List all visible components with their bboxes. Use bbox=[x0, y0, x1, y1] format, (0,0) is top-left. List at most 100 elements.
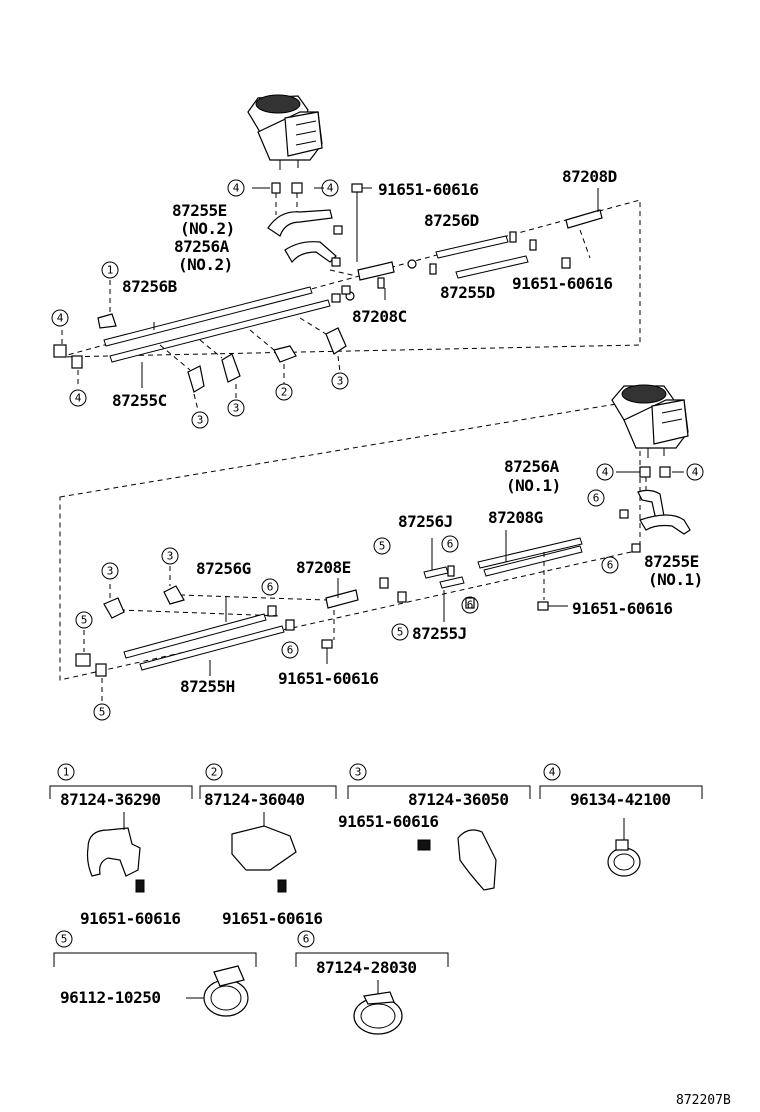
callout-circles: 4 4 1 4 4 3 3 2 3 4 4 6 6 6 6 5 5 6 6 3 … bbox=[51, 179, 704, 721]
clamp-3-icon bbox=[187, 365, 205, 393]
heater-unit-lower bbox=[611, 384, 689, 458]
clamp-3-icon bbox=[163, 585, 185, 605]
legend-bolt-2: 91651-60616 bbox=[222, 909, 322, 928]
label-no2-a: (NO.2) bbox=[180, 219, 235, 238]
svg-text:4: 4 bbox=[75, 392, 82, 405]
svg-text:5: 5 bbox=[99, 706, 106, 719]
svg-text:5: 5 bbox=[81, 614, 88, 627]
svg-text:6: 6 bbox=[303, 933, 310, 946]
legend-part-4: 96134-42100 bbox=[570, 790, 670, 809]
svg-text:3: 3 bbox=[355, 766, 362, 779]
legend-item-2: 2 87124-36040 91651-60616 bbox=[199, 763, 337, 928]
svg-text:3: 3 bbox=[233, 402, 240, 415]
svg-text:6: 6 bbox=[593, 492, 600, 505]
svg-text:4: 4 bbox=[549, 766, 556, 779]
legend-item-5: 5 96112-10250 bbox=[53, 930, 257, 1017]
clamp-3-icon bbox=[103, 597, 125, 619]
pipe-87256g bbox=[123, 613, 267, 659]
svg-text:6: 6 bbox=[607, 559, 614, 572]
bolt-icon bbox=[277, 879, 287, 893]
legend-bolt-1: 91651-60616 bbox=[80, 909, 180, 928]
joint-87208e bbox=[325, 578, 359, 609]
legend-item-6: 6 87124-28030 bbox=[295, 930, 449, 1035]
svg-text:6: 6 bbox=[287, 644, 294, 657]
label-87256g: 87256G bbox=[196, 559, 251, 578]
clamp-2-icon bbox=[273, 345, 297, 363]
pipe-87255c bbox=[109, 299, 331, 363]
bolt-icon bbox=[135, 879, 145, 893]
clamp-1-icon bbox=[86, 827, 141, 877]
label-no1-b: (NO.1) bbox=[648, 570, 703, 589]
lower-assembly-frame bbox=[59, 399, 641, 681]
svg-text:3: 3 bbox=[337, 375, 344, 388]
svg-text:5: 5 bbox=[61, 933, 68, 946]
label-91651-right: 91651-60616 bbox=[512, 274, 612, 293]
label-87256a-no2: 87256A bbox=[174, 237, 230, 256]
label-87208e: 87208E bbox=[296, 558, 351, 577]
bolt-91651-top bbox=[351, 183, 372, 262]
joint-87208c bbox=[345, 259, 417, 301]
svg-text:6: 6 bbox=[467, 599, 474, 612]
label-87256b: 87256B bbox=[122, 277, 178, 296]
pipe-87256d bbox=[435, 235, 509, 259]
label-91651-mid: 91651-60616 bbox=[572, 599, 672, 618]
label-87208g: 87208G bbox=[488, 508, 543, 527]
pipe-87255j bbox=[439, 576, 465, 589]
svg-text:6: 6 bbox=[447, 538, 454, 551]
svg-text:5: 5 bbox=[379, 540, 386, 553]
joint-87208d bbox=[565, 188, 603, 229]
clamp-4-icon bbox=[71, 355, 83, 369]
label-87208d: 87208D bbox=[562, 167, 617, 186]
clamp-2-icon bbox=[231, 825, 297, 871]
figure-id: 872207B bbox=[676, 1093, 731, 1108]
hose-87255e-no1 bbox=[639, 514, 691, 535]
hose-87255e-no2 bbox=[267, 209, 333, 237]
joint-87208g bbox=[477, 530, 583, 577]
svg-text:1: 1 bbox=[63, 766, 70, 779]
bolt-icon bbox=[417, 839, 431, 851]
svg-text:3: 3 bbox=[107, 565, 114, 578]
legend-item-4: 4 96134-42100 bbox=[539, 763, 703, 877]
svg-text:4: 4 bbox=[692, 466, 699, 479]
bolt-91651-low bbox=[321, 639, 333, 664]
hose-87256a-no1 bbox=[637, 489, 665, 521]
clamp-5-icon bbox=[75, 653, 91, 667]
label-87255e-no1: 87255E bbox=[644, 552, 699, 571]
svg-text:2: 2 bbox=[281, 386, 288, 399]
label-87255c: 87255C bbox=[112, 391, 167, 410]
label-91651-low: 91651-60616 bbox=[278, 669, 378, 688]
upper-assembly-frame bbox=[59, 199, 641, 358]
svg-text:4: 4 bbox=[602, 466, 609, 479]
legend-part-2: 87124-36040 bbox=[204, 790, 304, 809]
legend-bolt-3: 91651-60616 bbox=[338, 812, 438, 831]
label-87255e-no2: 87255E bbox=[172, 201, 227, 220]
svg-text:3: 3 bbox=[167, 550, 174, 563]
label-no1-a: (NO.1) bbox=[506, 476, 561, 495]
label-87256a-no1: 87256A bbox=[504, 457, 560, 476]
hose-87256a-no2 bbox=[284, 241, 337, 264]
legend-part-3: 87124-36050 bbox=[408, 790, 508, 809]
label-87255j: 87255J bbox=[412, 624, 467, 643]
pipe-87256b bbox=[103, 286, 313, 347]
svg-text:4: 4 bbox=[233, 182, 240, 195]
legend-item-3: 3 87124-36050 91651-60616 bbox=[338, 763, 531, 891]
svg-text:1: 1 bbox=[107, 264, 114, 277]
heater-unit-upper bbox=[247, 94, 323, 170]
pipe-87255h bbox=[139, 625, 285, 671]
pipe-87255d bbox=[455, 255, 529, 279]
svg-text:6: 6 bbox=[267, 581, 274, 594]
clamp-3-icon bbox=[457, 829, 497, 891]
clamp-4-icon bbox=[271, 182, 281, 194]
pipe-87256j bbox=[423, 566, 449, 579]
svg-text:4: 4 bbox=[57, 312, 64, 325]
svg-text:5: 5 bbox=[397, 626, 404, 639]
legend-part-6: 87124-28030 bbox=[316, 958, 416, 977]
legend-item-1: 1 87124-36290 91651-60616 bbox=[49, 763, 193, 928]
label-87255d: 87255D bbox=[440, 283, 495, 302]
bolt-91651-mid bbox=[537, 601, 568, 611]
legend-part-5: 96112-10250 bbox=[60, 988, 160, 1007]
legend-part-1: 87124-36290 bbox=[60, 790, 160, 809]
clamp-3-icon bbox=[325, 327, 347, 355]
label-87256d: 87256D bbox=[424, 211, 479, 230]
